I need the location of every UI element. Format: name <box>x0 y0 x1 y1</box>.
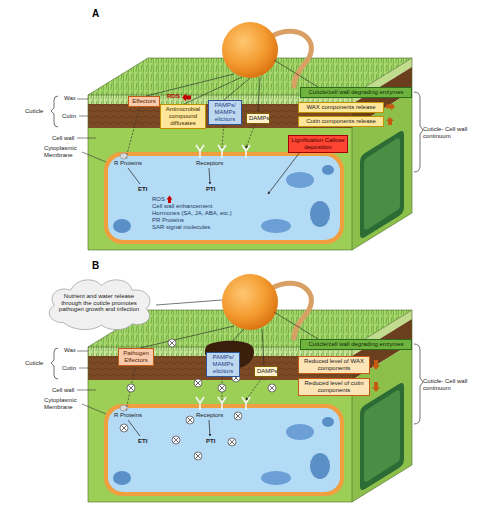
cloud-callout: Nutrient and water release through the c… <box>40 274 158 332</box>
reduction-box: Reduced level of WAX components <box>298 356 370 374</box>
node-text: Nutrient and water release through the c… <box>55 293 143 314</box>
decrease-arrow <box>372 360 380 370</box>
layer-label: Cytoplasmic Membrane <box>44 397 82 411</box>
continuum-label: Cuticle- Cell wall continuum <box>423 126 485 140</box>
block-symbol <box>268 384 276 392</box>
immunity-label: ETI <box>138 186 147 193</box>
increase-arrow <box>182 94 191 102</box>
block-symbol <box>168 339 176 347</box>
block-symbol <box>194 452 202 460</box>
node-text: DAMPs <box>249 115 267 122</box>
layer-label: Wax <box>64 347 76 354</box>
immunity-label: ETI <box>138 438 147 445</box>
block-symbol <box>234 412 242 420</box>
fungal-spore <box>222 22 311 86</box>
layer-label: Cell wall <box>52 135 74 142</box>
layer-label: Cytoplasmic Membrane <box>44 145 82 159</box>
protein-label: Receptors <box>196 412 223 419</box>
defense-box: Lignification Callose deposition <box>288 135 348 153</box>
layer-label: Cutin <box>62 365 76 372</box>
node-text: Reduced level of cutin components <box>301 380 367 394</box>
fungal-spore <box>222 274 311 338</box>
leaf-block <box>51 58 423 250</box>
node-text: PAMPs/ MAMPs elicitors <box>211 102 239 123</box>
protein-label: Receptors <box>196 160 223 167</box>
layer-label: Cutin <box>62 113 76 120</box>
panel-letter: A <box>92 8 99 20</box>
enzyme-box: Cuticle/cell wall degrading enzymes <box>300 339 412 350</box>
response-item: PR Proteins <box>152 217 184 224</box>
node-text: Antimicrobial compound diffusates <box>163 106 203 127</box>
release-arrow <box>386 117 394 125</box>
cloud-shape <box>49 280 150 330</box>
response-item: SAR signal molecules <box>152 224 210 231</box>
block-symbol <box>127 384 135 392</box>
elicitor-box: PAMPs/ MAMPs elicitors <box>206 352 240 377</box>
response-item: ROS <box>152 196 165 203</box>
layer-label: Cuticle <box>25 360 43 367</box>
leader-line <box>156 300 222 305</box>
release-box: WAX components release <box>298 102 384 113</box>
protein-label: R Proteins <box>114 160 142 167</box>
response-item: Cell wall enhancement <box>152 203 212 210</box>
protein-label: R Proteins <box>114 412 142 419</box>
node-text: Cuticle/cell wall degrading enzymes <box>303 341 409 348</box>
damp-box: DAMPs <box>246 113 270 124</box>
decrease-arrow <box>372 382 380 392</box>
node-text: WAX components release <box>301 104 381 111</box>
ros-label: ROS <box>167 93 180 100</box>
signal-arrow <box>268 152 300 194</box>
signal-line <box>126 364 264 410</box>
block-symbol <box>172 436 180 444</box>
immunity-label: PTI <box>206 186 215 193</box>
node-text: Pathogen Effectors <box>121 350 151 364</box>
panel-letter: B <box>92 260 99 272</box>
leaf-block <box>51 310 423 502</box>
effector-box: Pathogen Effectors <box>118 348 154 366</box>
node-text: Lignification Callose deposition <box>291 137 345 151</box>
block-symbol <box>186 416 194 424</box>
continuum-label: Cuticle- Cell wall continuum <box>423 378 485 392</box>
node-text: PAMPs/ MAMPs elicitors <box>209 354 237 375</box>
elicitor-box: PAMPs/ MAMPs elicitors <box>208 100 242 125</box>
enzyme-box: Cuticle/cell wall degrading enzymes <box>300 87 412 98</box>
node-text: DAMPs <box>257 368 275 375</box>
node-text: Cuticle/cell wall degrading enzymes <box>303 89 409 96</box>
immunity-label: PTI <box>206 438 215 445</box>
node-text: Reduced level of WAX components <box>301 358 367 372</box>
release-arrow <box>386 103 395 111</box>
node-text: Cutin components release <box>301 118 381 125</box>
compound-box: Antimicrobial compound diffusates <box>160 104 206 129</box>
block-symbol <box>228 438 236 446</box>
block-symbol <box>120 424 128 432</box>
reduction-box: Reduced level of cutin components <box>298 378 370 396</box>
layer-label: Wax <box>64 95 76 102</box>
node-text: Effectors <box>131 98 157 105</box>
block-symbol <box>218 384 226 392</box>
response-item: Hormones (SA, JA, ABA, etc.) <box>152 210 232 217</box>
layer-label: Cuticle <box>25 108 43 115</box>
damp-box: DAMPs <box>254 366 278 377</box>
release-box: Cutin components release <box>298 116 384 127</box>
layer-label: Cell wall <box>52 387 74 394</box>
block-symbol <box>194 379 202 387</box>
increase-arrow <box>167 196 173 204</box>
effector-box: Effectors <box>128 96 160 107</box>
